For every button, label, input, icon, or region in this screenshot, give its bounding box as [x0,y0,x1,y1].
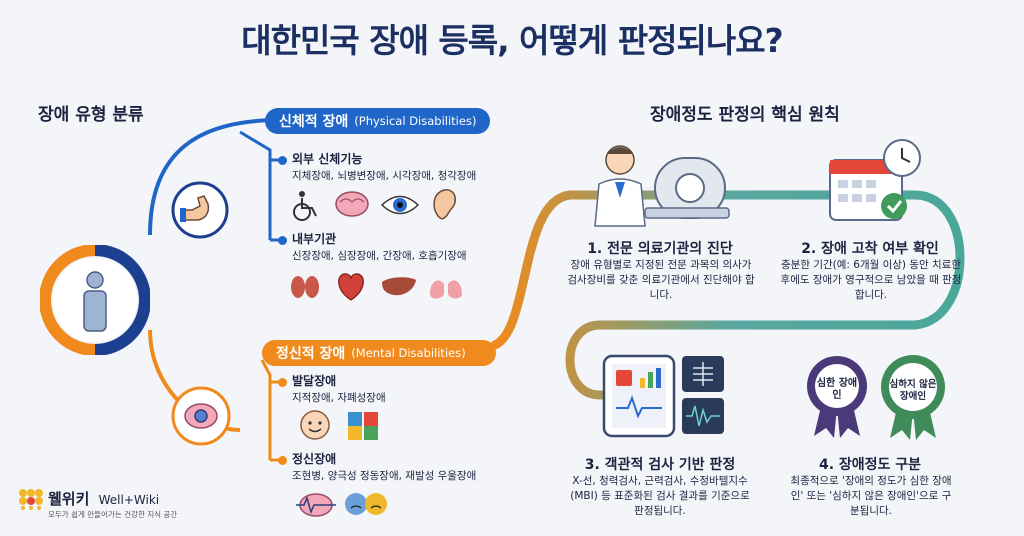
page-title: 대한민국 장애 등록, 어떻게 판정되나요? [241,21,783,60]
physical-disabilities-pill: 신체적 장애(Physical Disabilities) [265,108,490,134]
step-3-desc: X-선, 청력검사, 근력검사, 수정바텔지수(MBI) 등 표준화된 검사 결… [570,475,750,517]
ear-icon [430,186,460,226]
psychiatric-head: 정신장애 [292,452,337,466]
brain-icon [332,188,372,226]
logo-mark-icon [19,489,43,510]
mild-badge: 심하지 않은 장애인 [878,352,948,440]
logo: 웰위키 Well+Wiki 모두가 쉽게 만들어가는 건강한 지식 공간 [18,488,218,528]
step-4-title: 4. 장애정도 구분 [818,457,922,473]
muscle-icon [170,180,230,244]
step-2-desc: 충분한 기간(예: 6개월 이상) 동안 치료한 후에도 장애가 영구적으로 남… [780,259,962,301]
step-4-desc: 최종적으로 '장애의 정도가 심한 장애인' 또는 '심하지 않은 장애인'으로… [790,475,952,517]
kidney-icon [288,272,322,306]
mild-badge-label: 심하지 않은 장애인 [889,379,937,402]
bullet-icon [278,456,287,465]
developmental-list: 지적장애, 자폐성장애 [292,392,386,404]
person-icon [39,244,151,356]
eye-icon [380,192,420,222]
wheelchair-icon [288,188,322,226]
test-devices-icon [600,352,730,444]
step-2-title: 2. 장애 고착 여부 확인 [801,241,939,257]
step-1-desc: 장애 유형별로 지정된 전문 과목의 의사가 검사장비를 갖춘 의료기관에서 진… [567,259,755,301]
brain-wave-icon [294,490,338,524]
logo-tagline: 모두가 쉽게 만들어가는 건강한 지식 공간 [48,510,178,519]
lungs-icon [428,270,464,306]
mood-faces-icon [344,490,388,522]
logo-name: 웰위키 [48,490,90,508]
doctor-mri-icon [585,138,735,232]
internal-organs-list: 신장장애, 심장장애, 간장애, 호흡기장애 [292,250,467,262]
severe-badge: 심한 장애인 [804,352,870,438]
calendar-clock-icon [820,136,930,230]
bullet-icon [278,378,287,387]
internal-organs-head: 내부기관 [292,232,337,246]
step-3-title: 3. 객관적 검사 기반 판정 [584,457,736,473]
developmental-head: 발달장애 [292,374,337,388]
mental-disabilities-pill: 정신적 장애(Mental Disabilities) [262,340,496,366]
liver-icon [380,274,418,304]
puzzle-icon [346,410,380,446]
bullet-icon [278,236,287,245]
logo-name-en: Well+Wiki [98,493,160,507]
core-principles-heading: 장애정도 판정의 핵심 원칙 [650,105,840,125]
type-classification-heading: 장애 유형 분류 [38,105,144,125]
child-face-icon [298,408,332,446]
heart-icon [334,270,368,306]
brain-gear-icon [170,385,232,451]
bullet-icon [278,156,287,165]
step-1-title: 1. 전문 의료기관의 진단 [587,241,733,257]
external-body-head: 외부 신체기능 [292,152,363,166]
psychiatric-list: 조현병, 양극성 정동장애, 재발성 우울장애 [292,470,477,482]
severe-badge-label: 심한 장애인 [816,378,858,401]
external-body-list: 지체장애, 뇌병변장애, 시각장애, 청각장애 [292,170,477,182]
person-node [39,244,151,356]
